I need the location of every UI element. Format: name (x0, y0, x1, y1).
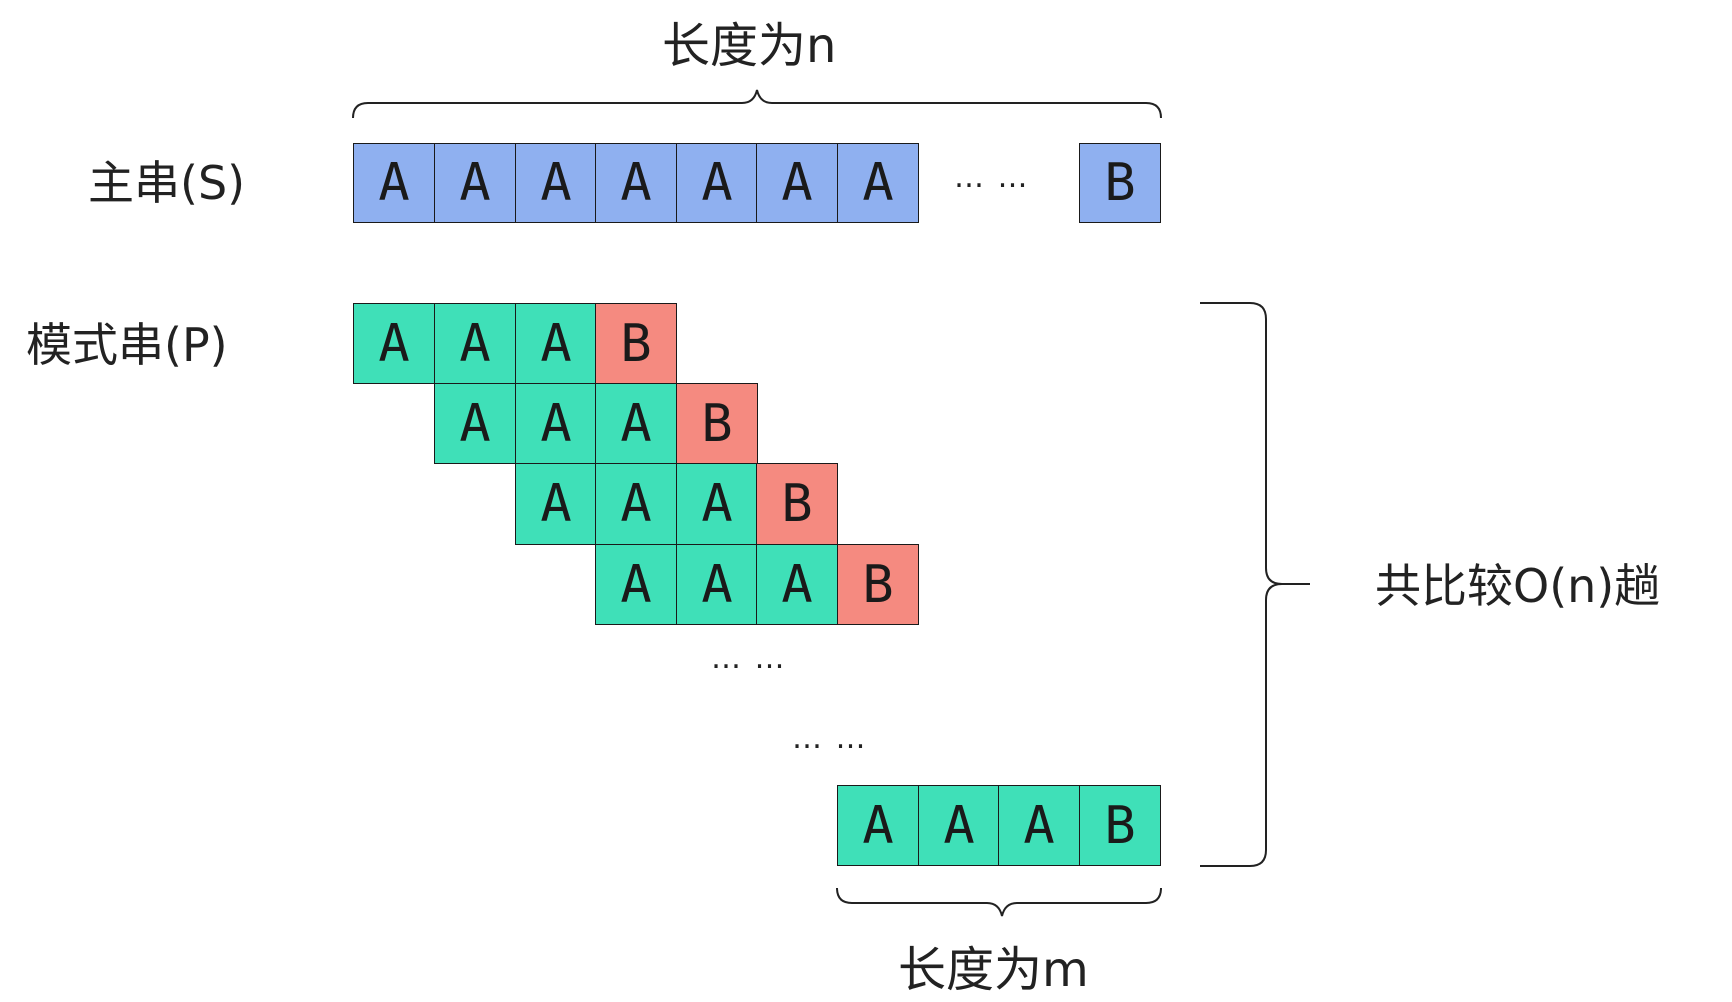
pattern-cell: A (595, 383, 677, 464)
pattern-cell: A (756, 544, 838, 625)
pattern-cell: A (676, 463, 758, 545)
pattern-cell: A (515, 303, 597, 384)
pattern-cell: B (1079, 785, 1161, 866)
pattern-cell-mismatch: B (595, 303, 677, 384)
main-cell: A (676, 143, 758, 223)
pattern-cell: A (515, 463, 597, 545)
pattern-cell-mismatch: B (837, 544, 919, 625)
main-cell: A (434, 143, 516, 223)
main-cell: A (595, 143, 677, 223)
pattern-cell: A (837, 785, 919, 866)
pattern-cell: A (918, 785, 1000, 866)
pattern-cell: A (595, 463, 677, 545)
pattern-cell: A (676, 544, 758, 625)
main-ellipsis: … … (954, 160, 1030, 195)
bottom-brace (836, 887, 1162, 917)
main-cell: A (837, 143, 919, 223)
pattern-cell: A (595, 544, 677, 625)
pattern-cell-mismatch: B (676, 383, 758, 464)
main-cell: A (515, 143, 597, 223)
bottom-length-label: 长度为m (898, 942, 1089, 998)
main-cell: A (756, 143, 838, 223)
pattern-cell: A (998, 785, 1080, 866)
pattern-cell: A (434, 303, 516, 384)
top-length-label: 长度为n (662, 18, 837, 74)
pattern-cell: A (515, 383, 597, 464)
main-last-cell: B (1079, 143, 1161, 223)
total-compare-label: 共比较O(n)趟 (1375, 559, 1661, 613)
pattern-string-label: 模式串(P) (26, 318, 228, 372)
top-brace (352, 89, 1162, 119)
right-brace (1200, 302, 1310, 867)
main-string-label: 主串(S) (88, 156, 246, 210)
pattern-cell: A (353, 303, 435, 384)
pattern-ellipsis-2: … … (792, 721, 868, 756)
pattern-cell: A (434, 383, 516, 464)
pattern-ellipsis-1: … … (711, 641, 787, 676)
main-cell: A (353, 143, 435, 223)
pattern-cell-mismatch: B (756, 463, 838, 545)
